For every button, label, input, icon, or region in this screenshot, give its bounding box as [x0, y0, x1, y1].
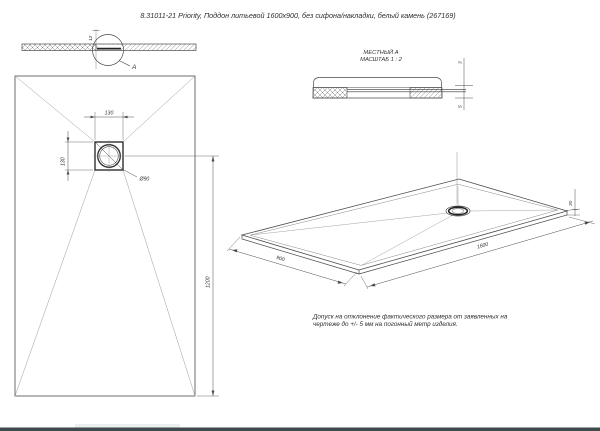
section-view: 12 A — [21, 29, 197, 71]
drawing-title: 8.31011-21 Priority, Поддон литьевой 160… — [140, 11, 455, 20]
iso-view: 900 1600 30 — [226, 152, 596, 290]
detail-callout-label: A — [131, 64, 136, 71]
plan-outline — [14, 75, 196, 397]
detail-callout-leader — [118, 60, 131, 67]
local-hatch-right — [409, 87, 443, 99]
detail-callout-circle — [92, 34, 124, 66]
dim-drain-diameter-leader — [121, 168, 138, 178]
dim-iso-length — [360, 216, 596, 290]
iso-inner-rim — [249, 183, 559, 266]
dim-drain-width-label: 130 — [105, 111, 114, 117]
local-dim-top: 3 — [458, 61, 464, 64]
drain-gap — [98, 44, 121, 50]
dim-iso-height — [565, 189, 581, 216]
dim-drain-diameter-label: Ø90 — [139, 177, 150, 183]
dim-drain-to-edge-label: 1200 — [206, 276, 212, 288]
dim-iso-width — [226, 236, 358, 287]
iso-drain — [445, 205, 471, 217]
local-view-title: МЕСТНЫЙ А — [363, 48, 398, 56]
dim-drain-width — [84, 112, 134, 140]
bottom-bar — [0, 427, 600, 431]
iso-crease-lines — [250, 152, 558, 266]
local-hatch-left — [312, 87, 348, 99]
dim-drain-height-label: 130 — [61, 157, 67, 166]
local-view-scale: МАСШТАБ 1 : 2 — [360, 57, 403, 63]
dim-drain-height — [65, 131, 93, 181]
plan-view: 130 130 Ø90 1200 — [14, 75, 219, 397]
local-dim-bottom: 5 — [458, 105, 464, 108]
dim-iso-height-label: 30 — [568, 200, 574, 206]
dim-iso-width-label: 900 — [275, 255, 285, 263]
tolerance-note-line1: Допуск на отклонение фактического размер… — [312, 314, 508, 321]
plan-crease-lines — [14, 75, 196, 397]
section-bar-left — [21, 43, 97, 51]
tolerance-note-line2: чертеже до +/- 5 мм на погонный метр изд… — [313, 320, 458, 328]
tolerance-note: Допуск на отклонение фактического размер… — [312, 314, 508, 329]
bottom-highlight-strip — [75, 424, 180, 428]
section-thickness-dim: 12 — [88, 35, 94, 41]
dim-drain-to-edge — [125, 155, 219, 397]
iso-top-face — [240, 178, 569, 271]
dim-iso-length-label: 1600 — [476, 242, 489, 251]
local-view: МЕСТНЫЙ А МАСШТАБ 1 : 2 3 5 — [312, 48, 473, 110]
